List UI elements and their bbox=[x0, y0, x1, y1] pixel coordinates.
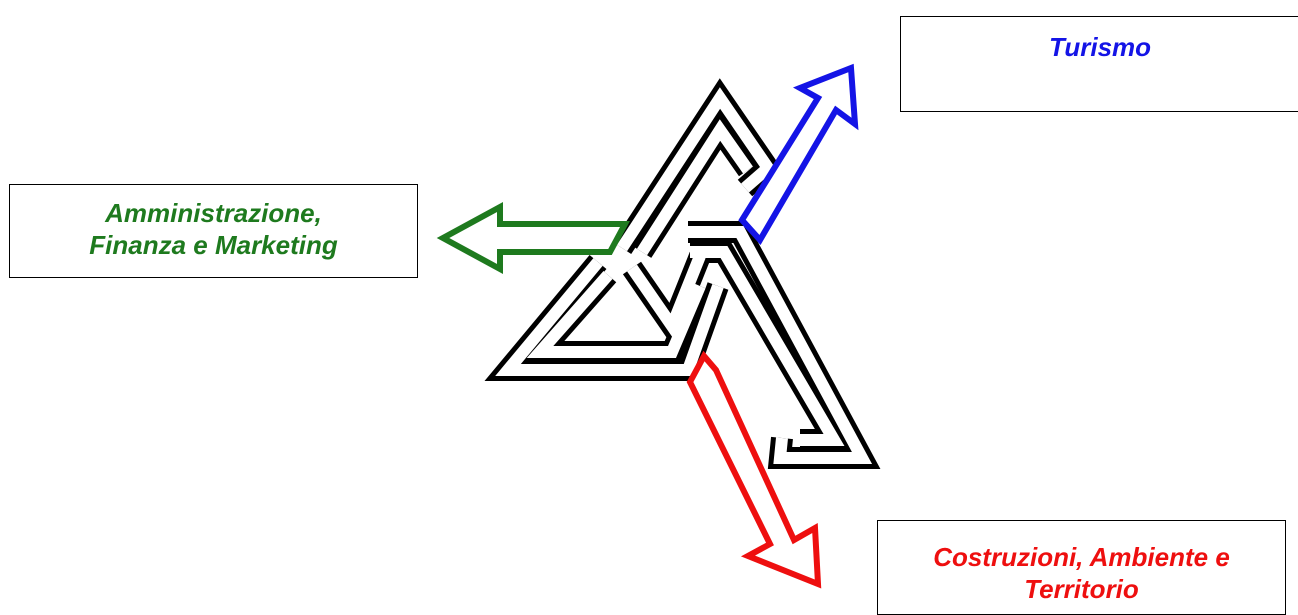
arrow-afm bbox=[436, 201, 631, 275]
label-costruzioni-line1: Costruzioni, Ambiente e bbox=[933, 542, 1230, 572]
label-box-amministrazione: Amministrazione, Finanza e Marketing bbox=[9, 184, 418, 278]
label-costruzioni-line2: Territorio bbox=[1024, 574, 1139, 604]
label-amministrazione-line1: Amministrazione, bbox=[105, 198, 322, 228]
central-logo bbox=[484, 78, 881, 469]
label-turismo: Turismo bbox=[1048, 32, 1152, 62]
label-box-costruzioni: Costruzioni, Ambiente e Territorio bbox=[877, 520, 1286, 615]
arrow-cat bbox=[686, 350, 822, 589]
arrow-turismo bbox=[738, 63, 859, 246]
label-box-turismo: Turismo bbox=[900, 16, 1298, 112]
label-amministrazione-line2: Finanza e Marketing bbox=[89, 230, 338, 260]
